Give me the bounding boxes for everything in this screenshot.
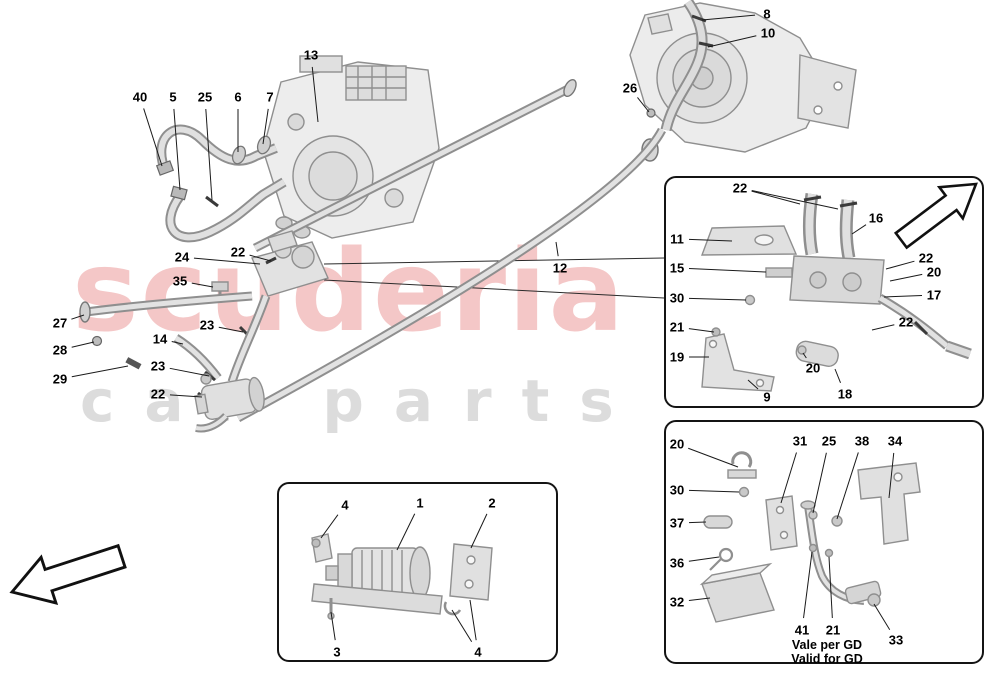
direction-arrow-up-right-icon xyxy=(893,182,978,250)
detail-inset-pump xyxy=(277,482,558,662)
mount-detail-illustration xyxy=(699,451,921,623)
applicability-note: Vale per GD Valid for GD xyxy=(757,638,897,666)
solenoid-valve-illustration xyxy=(211,230,329,303)
valve-detail-illustration xyxy=(700,193,972,392)
water-pipe-illustration xyxy=(79,291,253,381)
auxiliary-pump-illustration xyxy=(194,373,265,433)
heater-hoses-illustration xyxy=(155,124,287,243)
gearbox-hose-illustration xyxy=(641,0,714,162)
coolant-pipes-illustration xyxy=(235,78,666,422)
inset-reference-lines xyxy=(323,257,665,299)
pump-detail-illustration xyxy=(311,533,493,620)
detail-inset-valve xyxy=(664,176,984,408)
applicability-note-italian: Vale per GD xyxy=(791,638,863,652)
detail-inset-mounts xyxy=(664,420,984,664)
hvac-unit-illustration xyxy=(262,55,440,239)
direction-arrow-down-left-icon xyxy=(9,543,127,605)
gearbox-illustration xyxy=(629,2,857,153)
applicability-note-english: Valid for GD xyxy=(791,652,863,666)
